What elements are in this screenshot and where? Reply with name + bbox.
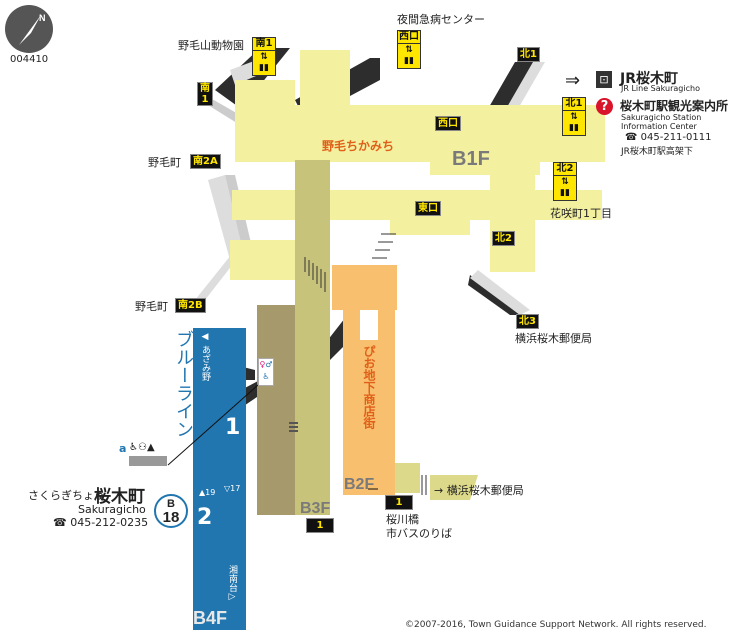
dest-post-office-arrow: → 横浜桜木郵便局	[434, 484, 524, 497]
arrow-right-icon: →	[434, 484, 447, 497]
corridor-marker	[289, 422, 298, 424]
baby-icon: ⚇	[137, 442, 147, 453]
elevator-icon: ⇅▮▮	[398, 43, 420, 68]
floor-b2f: B2F	[344, 476, 375, 493]
exit-tag-north2[interactable]: 北2	[492, 231, 515, 246]
direction-shonandai: 湘南台▷	[227, 565, 237, 602]
car-19: ▲19	[199, 488, 216, 497]
car-17: ▽17	[224, 484, 241, 493]
dest-night-clinic: 夜間急病センター	[397, 13, 485, 26]
copyright: ©2007-2016, Town Guidance Support Networ…	[405, 620, 707, 630]
station-kana: さくらぎちょう	[28, 489, 105, 502]
exit-tag-west[interactable]: 西口	[435, 116, 461, 131]
north-arrow-icon: N	[19, 13, 46, 45]
compass: N	[5, 5, 53, 53]
b2f-area	[332, 265, 397, 495]
exit-tag-south2b[interactable]: 南2B	[175, 298, 206, 313]
exit-tag-b3f-1[interactable]: 1	[306, 518, 334, 533]
exit-tag-north1-elevator[interactable]: 北1⇅▮▮	[562, 97, 586, 136]
toilet-icon: ▲	[146, 442, 155, 453]
underpass-label: 野毛ちかみち	[322, 139, 395, 153]
facility-bar	[129, 456, 167, 466]
phone-icon: ☎	[625, 132, 641, 143]
mall-label: ぴお地下商店街	[362, 345, 376, 429]
facility-label: a	[119, 442, 127, 455]
dest-hanasakicho: 花咲町1丁目	[550, 207, 612, 220]
b4f-platform	[193, 328, 246, 630]
jr-subtitle: JR Line Sakuragicho	[621, 84, 700, 93]
exit-tag-east[interactable]: 東口	[415, 201, 441, 216]
exit-tag-north2-elevator[interactable]: 北2⇅▮▮	[553, 162, 577, 201]
b3f-corridor	[295, 160, 330, 515]
arrow-right-icon: ⇒	[565, 70, 581, 91]
floor-b4f: B4F	[193, 608, 228, 628]
b1f-area	[230, 50, 605, 280]
exit-tag-1[interactable]: 1	[385, 495, 413, 510]
exit-tag-north1[interactable]: 北1	[517, 47, 540, 62]
jr-title: JR桜木町	[620, 71, 678, 87]
elevator-icon: ⇅▮▮	[554, 175, 576, 200]
dest-nogecho-a: 野毛町	[148, 156, 181, 169]
elevator-icon: ⇅▮▮	[563, 110, 585, 135]
station-romaji: Sakuragicho	[78, 503, 146, 516]
exit-tag-west-elevator[interactable]: 西口⇅▮▮	[397, 30, 421, 69]
track-1: 1	[225, 415, 241, 440]
train-icon: ⊡	[596, 71, 612, 88]
svg-text:N: N	[39, 13, 46, 23]
exit-tag-south1[interactable]: 南1	[197, 82, 213, 106]
dest-nogecho-b: 野毛町	[135, 300, 168, 313]
restroom-icon: ♀♂♿	[258, 358, 274, 386]
exit-tag-south1-elevator[interactable]: 南1⇅▮▮	[252, 37, 276, 76]
phone-icon: ☎	[53, 516, 71, 529]
dest-post-office: 横浜桜木郵便局	[515, 332, 592, 345]
info-icon: ?	[596, 98, 613, 115]
floor-b1f: B1F	[452, 148, 490, 170]
info-en1: Sakuragicho Station	[621, 113, 702, 122]
info-phone: ☎ 045-211-0111	[625, 132, 712, 143]
exit-tag-north3[interactable]: 北3	[516, 314, 539, 329]
info-en2: Information Center	[621, 122, 697, 131]
elevator-icon: ⇅▮▮	[253, 50, 275, 75]
bus-stop-line1: 桜川橋	[386, 513, 419, 526]
exit-tag-south2a[interactable]: 南2A	[190, 154, 221, 169]
facility-icons: ♿⚇▲	[129, 442, 155, 453]
b3f-platform-access	[257, 305, 295, 515]
map-code: 004410	[10, 54, 49, 65]
bus-stop-line2: 市バスのりば	[386, 527, 452, 540]
dest-nogeyama-zoo: 野毛山動物園	[178, 39, 244, 52]
direction-azamino: ◀ あざみ野	[200, 332, 210, 381]
line-name: ブルーライン	[173, 330, 194, 438]
info-title: 桜木町駅観光案内所	[620, 99, 729, 113]
wheelchair-icon: ♿	[129, 442, 138, 453]
station-phone: ☎ 045-212-0235	[53, 516, 149, 529]
floor-b3f: B3F	[300, 500, 331, 517]
info-location: JR桜木町駅高架下	[621, 147, 693, 157]
track-2: 2	[197, 505, 213, 530]
station-name: 桜木町	[94, 487, 145, 507]
